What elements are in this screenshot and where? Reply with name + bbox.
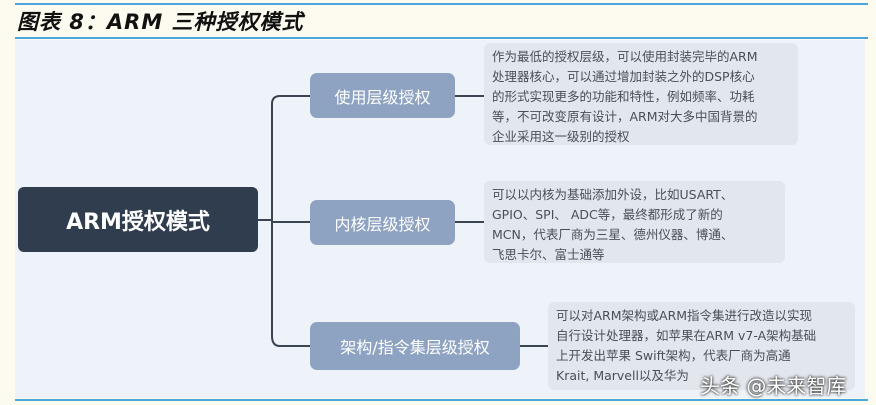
branch-node-usage: 使用层级授权 xyxy=(310,73,455,118)
desc-line: 飞思卡尔、富士通等 xyxy=(492,247,605,262)
desc-line: MCN，代表厂商为三星、德州仪器、博通、 xyxy=(492,227,734,242)
branch-node-core: 内核层级授权 xyxy=(310,200,455,245)
title-rule xyxy=(15,37,868,39)
desc-line: 的形式实现更多的功能和特性，例如频率、功耗 xyxy=(492,89,755,104)
desc-core: 可以以内核为基础添加外设，比如USART、 GPIO、SPI、 ADC等，最终都… xyxy=(484,181,785,263)
desc-architecture: 可以对ARM架构或ARM指令集进行改造以实现 自行设计处理器，如苹果在ARM v… xyxy=(548,302,855,390)
root-node: ARM授权模式 xyxy=(18,187,258,252)
desc-line: 处理器核心，可以通过增加封装之外的DSP核心 xyxy=(492,69,755,84)
watermark: 头条 @未来智库 xyxy=(700,374,847,398)
desc-line: Krait, Marvell以及华为 xyxy=(556,368,689,383)
desc-line: 企业采用这一级别的授权 xyxy=(492,129,630,144)
desc-line: 作为最低的授权层级，可以使用封装完毕的ARM xyxy=(492,49,758,64)
figure-title: 图表 8：ARM 三种授权模式 xyxy=(17,10,304,34)
desc-line: 可以以内核为基础添加外设，比如USART、 xyxy=(492,187,734,202)
top-rule xyxy=(15,3,868,5)
connector-branch-1 xyxy=(271,95,310,347)
desc-line: 可以对ARM架构或ARM指令集进行改造以实现 xyxy=(556,308,813,323)
desc-line: 上开发出苹果 Swift架构，代表厂商为高通 xyxy=(556,348,791,363)
desc-line: GPIO、SPI、 ADC等，最终都形成了新的 xyxy=(492,207,723,222)
desc-usage: 作为最低的授权层级，可以使用封装完毕的ARM 处理器核心，可以通过增加封装之外的… xyxy=(484,43,798,145)
bottom-rule xyxy=(15,399,868,401)
desc-line: 等，不可改变原有设计，ARM对大多中国背景的 xyxy=(492,109,758,124)
desc-line: 自行设计处理器，如苹果在ARM v7-A架构基础 xyxy=(556,328,817,343)
branch-node-architecture: 架构/指令集层级授权 xyxy=(310,322,520,370)
